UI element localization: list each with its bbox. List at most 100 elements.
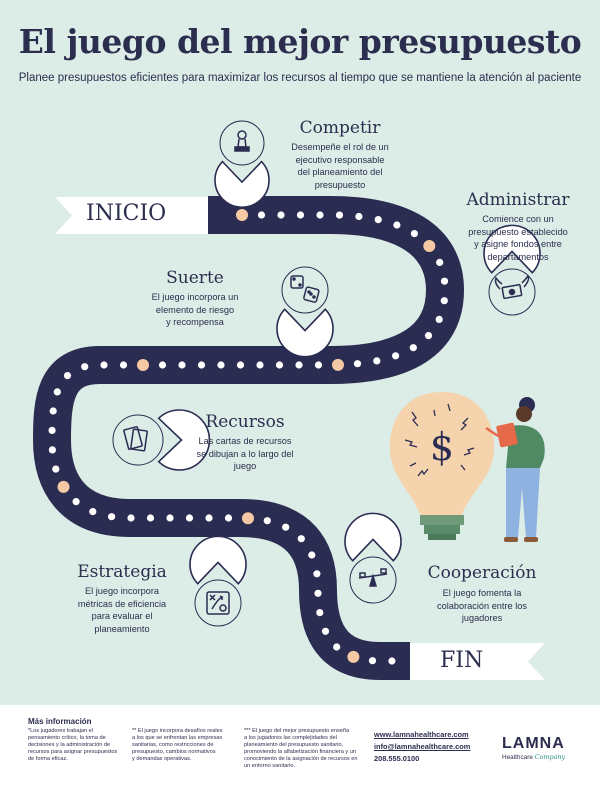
competir-description: Desempeñe el rol de un ejecutivo respons…: [291, 142, 389, 190]
start-banner: [55, 197, 220, 234]
pin-inner-ring: [488, 268, 536, 316]
road-space-special: [332, 358, 344, 371]
lightbulb-base-tip: [428, 534, 456, 540]
email-link[interactable]: info@lamnahealthcare.com: [374, 742, 471, 751]
person-illustration: [485, 397, 545, 542]
road-space: [410, 230, 418, 238]
competir-pin: [214, 120, 270, 209]
footer: Más información *Los jugadores trabajan …: [0, 705, 600, 800]
pin-inner-ring: [349, 556, 397, 604]
start-label: INICIO: [86, 201, 167, 226]
road-space: [63, 372, 72, 380]
road-space: [158, 361, 167, 369]
road-space: [178, 361, 186, 369]
road-space: [185, 514, 194, 522]
footer-heading: Más información: [28, 717, 92, 726]
road-space-special: [423, 240, 436, 252]
road-space: [48, 426, 56, 434]
road-space: [392, 352, 400, 360]
road-space-special: [57, 480, 70, 493]
person-head: [516, 406, 532, 422]
road-space: [108, 513, 116, 521]
road-space: [275, 361, 284, 369]
company-logo: LAMNA: [502, 735, 565, 752]
recursos-title: Recursos: [205, 412, 285, 432]
road-space: [119, 361, 128, 369]
dice-icon: [290, 275, 320, 303]
flying-money-icon: [494, 274, 530, 300]
cooperacion-title: Cooperación: [427, 563, 537, 583]
spark-lines-icon: [404, 403, 475, 477]
cooperacion-description: El juego fomenta la colaboración entre l…: [437, 588, 527, 623]
road-space: [257, 211, 266, 219]
location-pin-shape: [157, 409, 211, 471]
road-space: [72, 498, 80, 506]
road-space: [127, 514, 135, 522]
road-space: [314, 589, 322, 597]
road-space-special: [137, 359, 149, 371]
road-space: [256, 361, 264, 369]
pin-inner-ring: [194, 579, 242, 627]
page-subtitle: Planee presupuestos eficientes para maxi…: [18, 72, 582, 84]
road-space: [308, 551, 316, 559]
page-title: El juego del mejor presupuesto: [18, 22, 582, 61]
estrategia-title: Estrategia: [77, 562, 167, 582]
road-space: [374, 216, 382, 224]
road-space: [205, 514, 213, 522]
dollar-sign-icon: $: [430, 425, 454, 469]
administrar-pin: [483, 224, 541, 316]
seesaw-icon: [358, 568, 388, 587]
lightbulb-base-ring: [424, 525, 460, 534]
road-space: [355, 212, 363, 221]
road-space: [353, 360, 362, 368]
road-space: [393, 221, 401, 229]
end-banner: [395, 643, 545, 680]
road-space: [263, 517, 271, 525]
estrategia-pin: [189, 535, 247, 627]
recursos-pin: [112, 409, 211, 471]
estrategia-description: El juego incorpora métricas de eficienci…: [77, 586, 167, 634]
road-space: [321, 627, 330, 635]
road-space: [89, 508, 97, 516]
strategy-board-icon: [206, 591, 230, 615]
phone-number: 208.555.0100: [374, 754, 420, 763]
road-space-special: [242, 512, 254, 525]
suerte-pin: [276, 266, 334, 358]
person-shoe: [524, 537, 538, 542]
road-space: [48, 446, 57, 454]
recursos-description: Las cartas de recursos se dibujan a lo l…: [196, 436, 294, 471]
road-space: [100, 361, 108, 369]
website-link[interactable]: www.lamnahealthcare.com: [374, 730, 469, 739]
road-space-special: [347, 650, 360, 663]
road-space: [424, 332, 433, 340]
cards-icon: [123, 426, 148, 452]
road-space: [373, 357, 381, 365]
suerte-title: Suerte: [166, 268, 224, 288]
road-space: [277, 211, 285, 219]
road-space: [217, 361, 225, 369]
road-space: [313, 570, 321, 578]
person-shoe: [504, 537, 518, 542]
road-space: [435, 315, 443, 323]
footer-note-3: *** El juego del mejor presupuesto enseñ…: [244, 728, 358, 769]
person-pants: [506, 468, 540, 538]
road-space: [296, 211, 305, 219]
clipboard-icon: [496, 422, 518, 448]
footer-note-2: ** El juego incorpora desafíos reales a …: [132, 728, 223, 762]
road-space: [440, 277, 449, 285]
location-pin-shape: [214, 160, 270, 209]
pin-inner-ring: [219, 120, 265, 166]
administrar-title: Administrar: [466, 190, 570, 210]
lightbulb-base-ring: [420, 515, 464, 525]
company-logo-subtitle: Healthcare Company: [502, 753, 566, 761]
road-space: [224, 514, 233, 522]
road-space: [52, 465, 60, 473]
road-space: [166, 514, 174, 522]
road-space: [53, 388, 61, 396]
road-space: [316, 211, 324, 219]
road-space: [314, 361, 323, 369]
road-space: [197, 361, 206, 369]
game-board-graphic: $: [33, 120, 545, 680]
location-pin-shape: [276, 308, 334, 358]
